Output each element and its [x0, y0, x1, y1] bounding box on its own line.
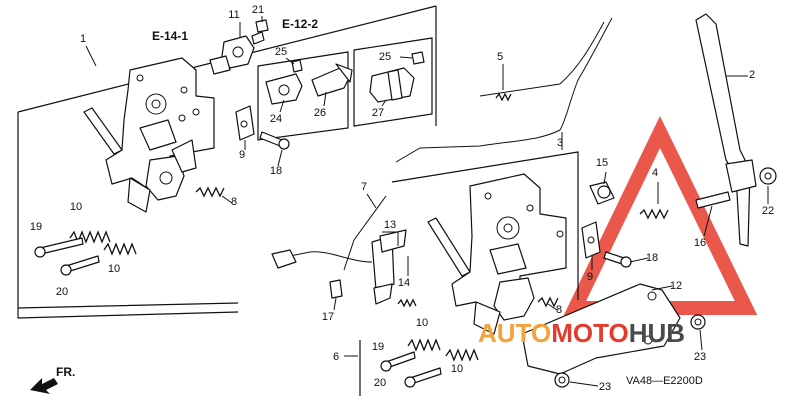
callout-c22: 22 — [762, 205, 774, 217]
callout-c1: 1 — [80, 33, 86, 45]
reference-r2: E-12-2 — [282, 17, 318, 31]
callout-c8b: 8 — [556, 304, 562, 316]
spring-8-lower — [537, 296, 559, 308]
bracket-plate-12 — [521, 283, 681, 375]
callout-c4: 4 — [652, 167, 658, 179]
front-direction-arrow — [30, 378, 58, 394]
group-frame-lower — [391, 151, 579, 300]
callout-c16: 16 — [694, 237, 706, 249]
screw-17 — [329, 279, 343, 299]
callout-c12: 12 — [670, 280, 682, 292]
callout-c10a: 10 — [70, 201, 82, 213]
callout-c23b: 23 — [599, 381, 611, 393]
nut-22 — [759, 167, 777, 185]
callout-c25b: 25 — [379, 51, 391, 63]
spring-10-lower-a — [407, 338, 441, 352]
rod-7 — [343, 195, 387, 271]
inset-frame-27 — [353, 37, 433, 127]
cable-5 — [479, 21, 605, 97]
callout-c2: 2 — [749, 69, 755, 81]
callout-c6: 6 — [333, 351, 339, 363]
callout-c26: 26 — [314, 107, 326, 119]
spring-10-lower-b — [445, 348, 479, 362]
watermark-part-2: MOTO — [551, 318, 629, 348]
callout-c9b: 9 — [587, 271, 593, 283]
direction-label: FR. — [56, 365, 75, 379]
cable-5-sleeve — [495, 92, 512, 102]
screw-25-b — [411, 51, 425, 65]
bracket-9-lower — [581, 221, 601, 259]
bolt-19-upper — [39, 237, 84, 255]
callout-c24: 24 — [270, 113, 282, 125]
callout-c5: 5 — [497, 51, 503, 63]
watermark-part-1: AUTO — [478, 318, 551, 348]
screw-18-upper — [259, 131, 290, 150]
watermark-text: AUTOMOTOHUB — [478, 318, 685, 348]
diagram-code: VA48—E2200D — [626, 375, 703, 387]
switch-13 — [271, 229, 407, 305]
callout-c15: 15 — [596, 157, 608, 169]
reference-r1: E-14-1 — [152, 29, 188, 43]
callout-numbers: 1234567889910101010111213141516171818191… — [30, 4, 774, 393]
bolt-23-a — [690, 314, 706, 330]
callout-c18a: 18 — [270, 165, 282, 177]
callout-c13: 13 — [384, 219, 396, 231]
callout-c19a: 19 — [30, 221, 42, 233]
callout-c10b: 10 — [108, 263, 120, 275]
group-frame-bottom — [17, 308, 239, 319]
bolt-15 — [589, 181, 615, 205]
inset-frame-24 — [257, 51, 349, 141]
spring-8-upper — [195, 186, 225, 198]
watermark-part-3: HUB — [629, 318, 685, 348]
callout-c20a: 20 — [56, 286, 68, 298]
callout-c17: 17 — [322, 311, 334, 323]
callout-c10c: 10 — [416, 317, 428, 329]
control-base-upper — [83, 57, 215, 213]
callout-c11: 11 — [228, 9, 239, 21]
spring-14 — [397, 298, 417, 308]
control-rod-2 — [695, 13, 757, 247]
spring-10-upper-b — [103, 242, 137, 256]
callout-c20b: 20 — [374, 377, 386, 389]
pin-16 — [695, 191, 731, 209]
callout-c10d: 10 — [451, 363, 463, 375]
clip-24 — [265, 73, 303, 105]
screw-25-a — [291, 59, 303, 73]
control-base-lower — [427, 173, 567, 335]
screw-18-lower — [603, 251, 632, 268]
spring-4 — [639, 208, 669, 220]
fitting-26 — [311, 63, 353, 97]
bracket-9-upper — [235, 105, 255, 141]
callout-c27: 27 — [372, 107, 384, 119]
callout-c19b: 19 — [372, 341, 384, 353]
cable-3 — [395, 17, 613, 163]
callout-c9a: 9 — [239, 149, 245, 161]
callout-c3: 3 — [557, 137, 563, 149]
callout-c25a: 25 — [275, 46, 287, 58]
bolt-23-b — [554, 372, 570, 388]
screw-21 — [255, 19, 269, 33]
callout-c14: 14 — [398, 277, 410, 289]
clip-27 — [369, 67, 415, 103]
leader-lines — [85, 16, 769, 387]
callout-c21: 21 — [252, 4, 264, 16]
callout-c23a: 23 — [694, 351, 706, 363]
callout-c8a: 8 — [231, 196, 237, 208]
callout-c18b: 18 — [646, 252, 658, 264]
cable-holder-upper — [209, 31, 265, 75]
callout-c7: 7 — [361, 181, 367, 193]
reference-labels: E-14-1 E-12-2 — [152, 17, 318, 43]
